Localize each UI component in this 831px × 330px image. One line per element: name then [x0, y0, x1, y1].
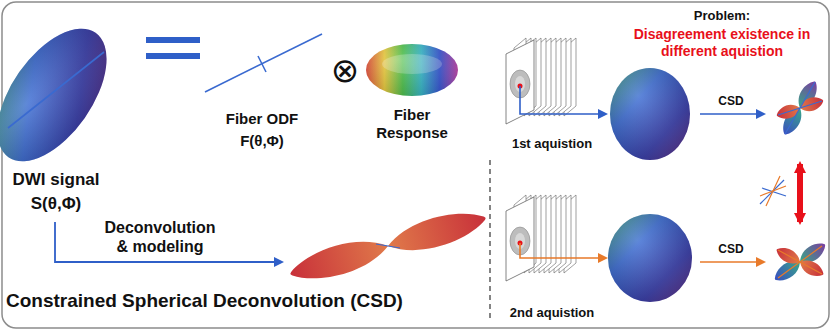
fodf-glyph-second-part — [778, 250, 822, 274]
dwi-signal-glyph-second-part — [608, 214, 692, 302]
equals-sign — [146, 40, 200, 56]
csd-arrow-second-part — [700, 261, 764, 263]
dwi-signal-glyph-part — [0, 10, 128, 180]
acquisition-label: 1st aquistion — [497, 136, 607, 152]
csd-fodf-glyph-part — [286, 204, 489, 288]
fiber-odf-line-part — [258, 56, 266, 72]
disagreement-arrow — [760, 164, 800, 222]
slice-stack-first-part — [506, 38, 576, 124]
signal-name: DWI signal — [1, 170, 111, 190]
disagreement-arrow-part — [797, 164, 803, 222]
step-label: CSD — [706, 94, 756, 108]
dwi-signal-glyph-second-part — [608, 214, 692, 302]
equals-sign-part — [146, 37, 200, 43]
slice-stack-first — [506, 38, 606, 124]
step-label: Deconvolution & modeling — [104, 218, 216, 256]
fodf-glyph-first — [775, 78, 825, 138]
signal-formula: S(θ,Φ) — [11, 194, 101, 214]
fiber-odf-line-part — [205, 34, 322, 92]
csd-arrow-first-part — [700, 113, 764, 115]
convolution-symbol: ⊗ — [325, 50, 365, 91]
csd-fodf-glyph-part — [376, 244, 400, 248]
fodf-glyph-first-part — [778, 101, 822, 115]
fiber-response-disc-part — [366, 44, 458, 96]
fodf-glyph-second-part — [774, 244, 827, 280]
fodf-glyph-first-part — [775, 94, 825, 122]
dwi-signal-glyph-second — [608, 214, 692, 302]
problem-statement: Disagreement existence in different aqui… — [622, 26, 822, 60]
dwi-signal-glyph — [0, 10, 128, 180]
section-divider — [490, 160, 491, 322]
odf-formula: F(θ,Φ) — [222, 132, 302, 150]
csd-arrow-first — [700, 114, 764, 115]
fiber-response-disc-part — [366, 44, 458, 96]
acquisition-label: 2nd aquistion — [497, 305, 607, 321]
equals-sign-part — [146, 53, 200, 59]
dwi-signal-glyph-first-part — [610, 68, 690, 160]
dwi-signal-glyph-part — [8, 52, 104, 128]
slice-stack-first-part — [520, 86, 606, 114]
fiber-response-disc — [366, 44, 458, 96]
fodf-glyph-second — [771, 239, 829, 286]
fodf-glyph-second-part — [778, 246, 822, 278]
disagreement-arrow-part — [760, 186, 786, 196]
slice-stack-second — [506, 195, 606, 281]
slice-stack-second-part — [506, 195, 576, 281]
response-name: Fiber Response — [371, 106, 453, 142]
dwi-signal-glyph-first — [610, 68, 690, 160]
problem-heading: Problem: — [662, 8, 782, 24]
step-label: CSD — [706, 242, 756, 256]
method-title: Constrained Spherical Deconvolution (CSD… — [6, 290, 466, 313]
fodf-glyph-second-part — [771, 239, 829, 286]
odf-name: Fiber ODF — [212, 110, 312, 128]
dwi-signal-glyph-part — [0, 10, 128, 180]
dwi-signal-glyph-first-part — [610, 68, 690, 160]
slice-stack-second-part — [520, 243, 606, 258]
fiber-odf-line — [205, 34, 322, 92]
csd-fodf-glyph — [286, 204, 489, 288]
csd-arrow-second — [700, 262, 764, 263]
section-divider-part — [489, 160, 490, 322]
